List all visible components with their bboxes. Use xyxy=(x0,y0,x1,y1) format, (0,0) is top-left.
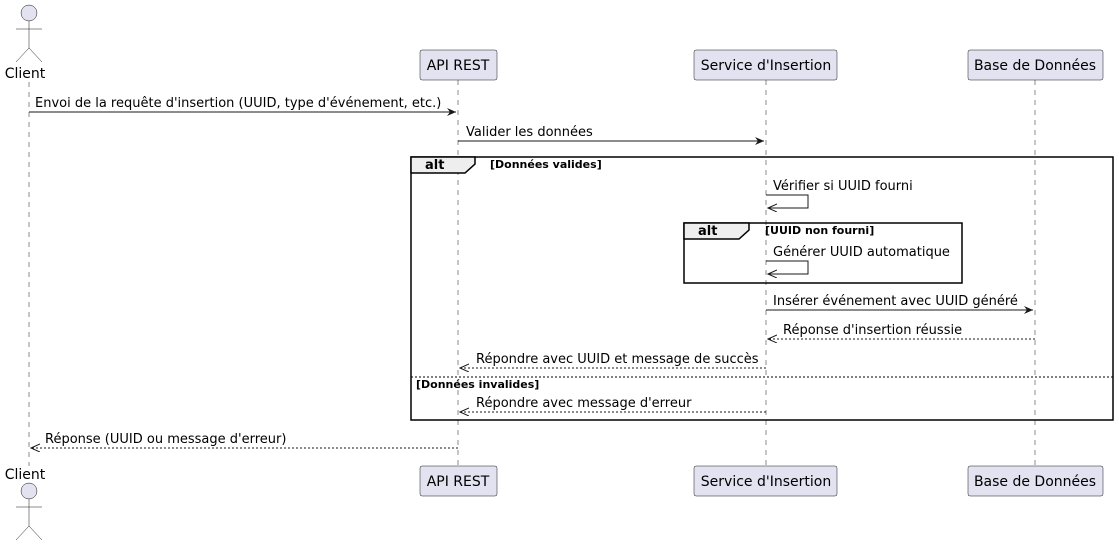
actor-client-bottom xyxy=(15,482,43,541)
message-label-6: Réponse d'insertion réussie xyxy=(783,323,962,338)
message-label-3: Vérifier si UUID fourni xyxy=(773,179,913,194)
participant-client-bottom-label: Client xyxy=(5,467,46,483)
participant-db-top xyxy=(967,49,1104,81)
participant-service-bottom-label: Service d'Insertion xyxy=(701,474,831,490)
alt-fragment-inner xyxy=(683,222,963,284)
message-label-1: Envoi de la requête d'insertion (UUID, t… xyxy=(35,96,441,111)
alt-fragment-inner-tab xyxy=(683,222,750,240)
alt-fragment-outer-guard: [Données valides] xyxy=(490,158,602,171)
actor-head xyxy=(20,482,38,500)
participant-service-top-label: Service d'Insertion xyxy=(701,58,831,74)
participant-client-top-label: Client xyxy=(5,66,46,82)
actor-legs xyxy=(15,525,43,541)
participant-api-bottom-label: API REST xyxy=(427,474,490,490)
message-label-4: Générer UUID automatique xyxy=(773,245,950,260)
participant-service-top xyxy=(693,49,838,81)
message-arrow-3 xyxy=(766,194,809,208)
actor-client-top xyxy=(15,4,43,63)
participant-db-bottom xyxy=(967,465,1104,497)
alt-fragment-outer xyxy=(410,156,1114,421)
participant-db-bottom-label: Base de Données xyxy=(974,474,1096,490)
message-arrow-4 xyxy=(766,260,809,274)
participant-api-top-label: API REST xyxy=(427,58,490,74)
participant-db-top-label: Base de Données xyxy=(974,58,1096,74)
alt-fragment-outer-tab xyxy=(410,156,476,174)
message-label-8: Répondre avec message d'erreur xyxy=(476,396,692,411)
participant-api-bottom xyxy=(419,465,498,497)
participant-service-bottom xyxy=(693,465,838,497)
participant-api-top xyxy=(419,49,498,81)
alt-fragment-inner-guard: [UUID non fourni] xyxy=(765,224,874,237)
actor-legs xyxy=(15,47,43,63)
message-label-2: Valider les données xyxy=(466,125,593,140)
alt-fragment-inner-keyword: alt xyxy=(698,224,717,239)
message-label-9: Réponse (UUID ou message d'erreur) xyxy=(45,432,286,447)
message-label-7: Répondre avec UUID et message de succès xyxy=(476,352,759,367)
alt-fragment-outer-keyword: alt xyxy=(425,158,444,173)
actor-head xyxy=(20,4,38,22)
alt-else-guard: [Données invalides] xyxy=(416,378,539,391)
message-label-5: Insérer événement avec UUID généré xyxy=(773,294,1018,309)
